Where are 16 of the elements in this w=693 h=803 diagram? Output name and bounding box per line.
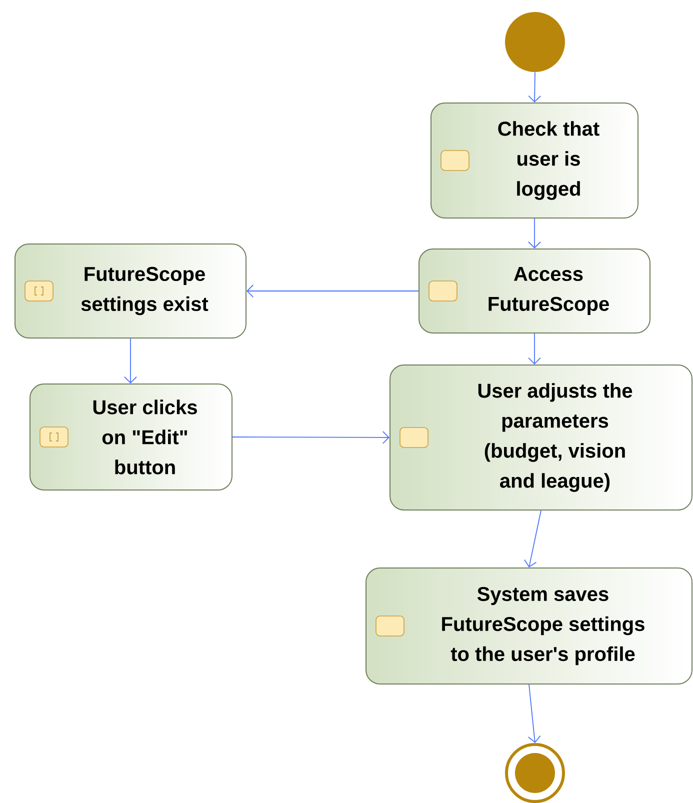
action-box: User adjusts the parameters (budget, vision and league): [390, 364, 692, 510]
arrow: [528, 333, 541, 364]
arrow: [124, 338, 137, 384]
action-box: Check that user is logged: [430, 102, 638, 218]
arrow: [246, 284, 419, 298]
action-box: System saves FutureScope settings to the user's profile: [366, 568, 692, 684]
arrow: [524, 510, 542, 568]
arrow: [528, 72, 542, 102]
arrow: [528, 218, 541, 248]
start-node: [505, 12, 565, 72]
arrow: [528, 684, 541, 743]
action-box: User clicks on "Edit" button: [30, 384, 232, 490]
action-box: FutureScope settings exist: [14, 244, 246, 338]
action-box: Access FutureScope: [418, 248, 650, 334]
arrow: [232, 431, 390, 444]
end-node: [505, 743, 565, 803]
